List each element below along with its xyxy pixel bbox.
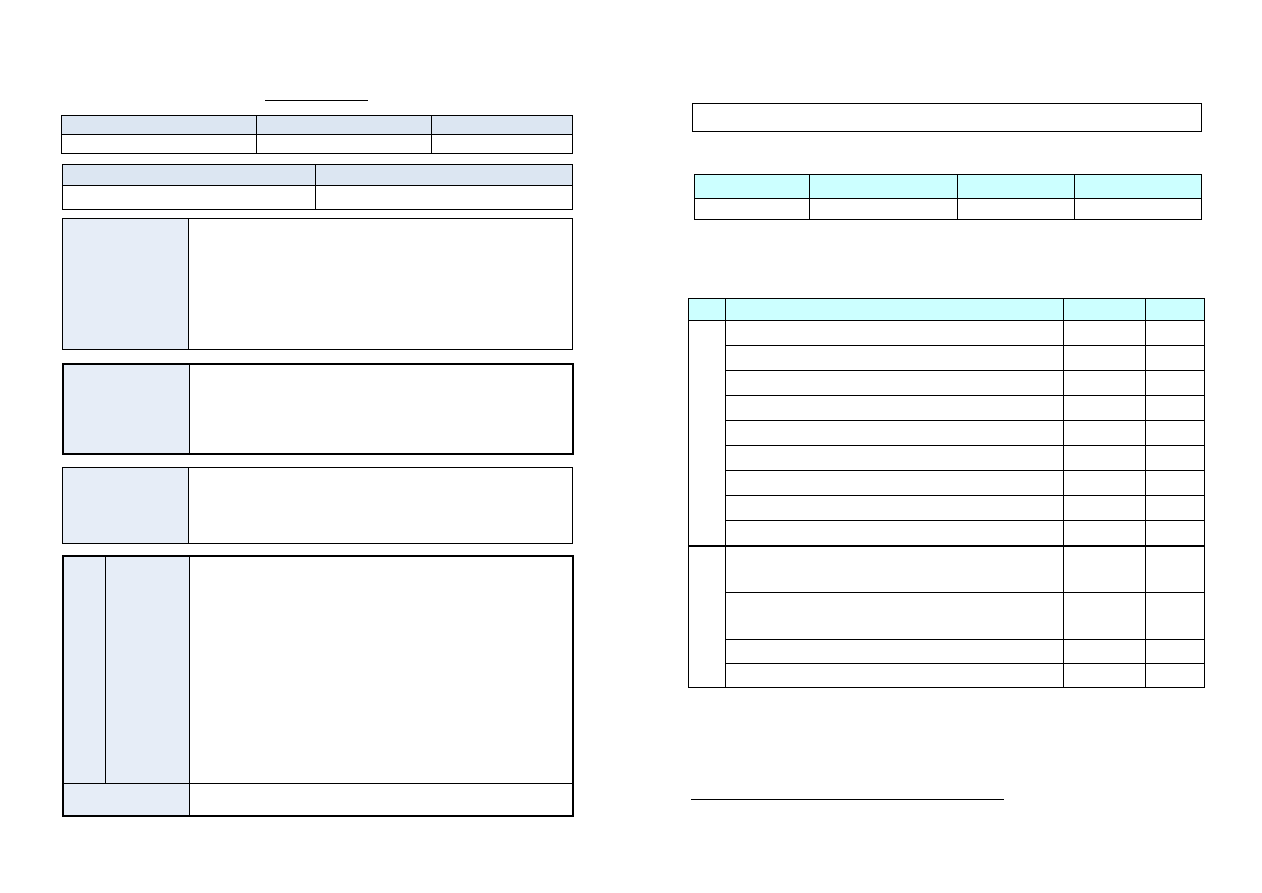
info-table-1 — [61, 115, 573, 154]
checklist-cell[interactable] — [1145, 445, 1205, 471]
right-info-table-header — [694, 174, 810, 199]
checklist-cell[interactable] — [1145, 663, 1205, 688]
section-3-content[interactable] — [188, 467, 573, 544]
checklist-cell[interactable] — [1063, 520, 1146, 546]
info-table-2-header — [315, 164, 573, 186]
section-4-content[interactable] — [188, 555, 574, 784]
info-table-1-header — [256, 115, 432, 135]
checklist-header — [1145, 298, 1205, 321]
checklist-cell[interactable] — [1145, 520, 1205, 546]
right-info-table-header — [1074, 174, 1202, 199]
checklist-cell[interactable] — [1145, 320, 1205, 346]
right-info-table-header — [957, 174, 1075, 199]
checklist-item — [725, 592, 1064, 640]
checklist-cell[interactable] — [1063, 663, 1146, 688]
info-table-1-value[interactable] — [61, 134, 257, 154]
checklist-item — [725, 420, 1064, 446]
right-info-table-value[interactable] — [694, 198, 810, 220]
checklist-item — [725, 470, 1064, 496]
section-2-content[interactable] — [188, 363, 574, 455]
checklist-cell[interactable] — [1063, 639, 1146, 664]
checklist-item — [725, 520, 1064, 546]
section-3-label — [62, 467, 189, 544]
section-2 — [62, 363, 574, 455]
checklist-item — [725, 663, 1064, 688]
checklist-cell[interactable] — [1145, 345, 1205, 371]
right-top-box[interactable] — [692, 103, 1202, 132]
section-4-footer-label — [62, 782, 190, 817]
checklist-item — [725, 544, 1064, 593]
right-info-table-value[interactable] — [1074, 198, 1202, 220]
right-info-table-value[interactable] — [809, 198, 958, 220]
info-table-2-header — [62, 164, 316, 186]
info-table-2-value[interactable] — [315, 185, 573, 210]
checklist-item — [725, 320, 1064, 346]
checklist-cell[interactable] — [1145, 420, 1205, 446]
checklist-group-1-label — [688, 320, 726, 546]
checklist-cell[interactable] — [1063, 592, 1146, 640]
section-3 — [62, 467, 573, 544]
checklist-header — [1063, 298, 1146, 321]
section-1-label — [62, 218, 189, 350]
checklist-cell[interactable] — [1063, 395, 1146, 421]
info-table-1-value[interactable] — [431, 134, 573, 154]
checklist-header — [688, 298, 726, 321]
checklist-cell[interactable] — [1063, 370, 1146, 396]
checklist-cell[interactable] — [1145, 370, 1205, 396]
checklist-cell[interactable] — [1063, 420, 1146, 446]
left-page-title — [265, 86, 368, 101]
checklist-item — [725, 370, 1064, 396]
section-4-inner-label — [104, 555, 190, 784]
right-info-table-header — [809, 174, 958, 199]
checklist-item — [725, 345, 1064, 371]
checklist-cell[interactable] — [1063, 320, 1146, 346]
checklist-cell[interactable] — [1145, 470, 1205, 496]
checklist-header — [725, 298, 1064, 321]
checklist-cell[interactable] — [1063, 345, 1146, 371]
right-info-table — [694, 174, 1202, 220]
checklist-cell[interactable] — [1063, 544, 1146, 593]
info-table-2-value[interactable] — [62, 185, 316, 210]
section-1-content[interactable] — [188, 218, 573, 350]
checklist-cell[interactable] — [1145, 592, 1205, 640]
info-table-2 — [62, 164, 573, 210]
checklist-cell[interactable] — [1063, 445, 1146, 471]
section-4-footer-content[interactable] — [188, 782, 574, 817]
checklist-cell[interactable] — [1145, 395, 1205, 421]
section-2-label — [62, 363, 190, 455]
signature-line[interactable] — [691, 783, 1004, 800]
checklist-item — [725, 445, 1064, 471]
checklist-cell[interactable] — [1063, 470, 1146, 496]
checklist-cell[interactable] — [1063, 495, 1146, 521]
info-table-1-header — [431, 115, 573, 135]
checklist-item — [725, 495, 1064, 521]
info-table-1-value[interactable] — [256, 134, 432, 154]
checklist-item — [725, 639, 1064, 664]
checklist-cell[interactable] — [1145, 639, 1205, 664]
section-4-outer-label — [62, 555, 106, 784]
checklist-item — [725, 395, 1064, 421]
section-1 — [62, 218, 573, 350]
info-table-1-header — [61, 115, 257, 135]
section-4 — [62, 555, 574, 817]
checklist-table — [688, 298, 1205, 688]
right-info-table-value[interactable] — [957, 198, 1075, 220]
checklist-cell[interactable] — [1145, 544, 1205, 593]
checklist-group-2-label — [688, 544, 726, 688]
checklist-cell[interactable] — [1145, 495, 1205, 521]
